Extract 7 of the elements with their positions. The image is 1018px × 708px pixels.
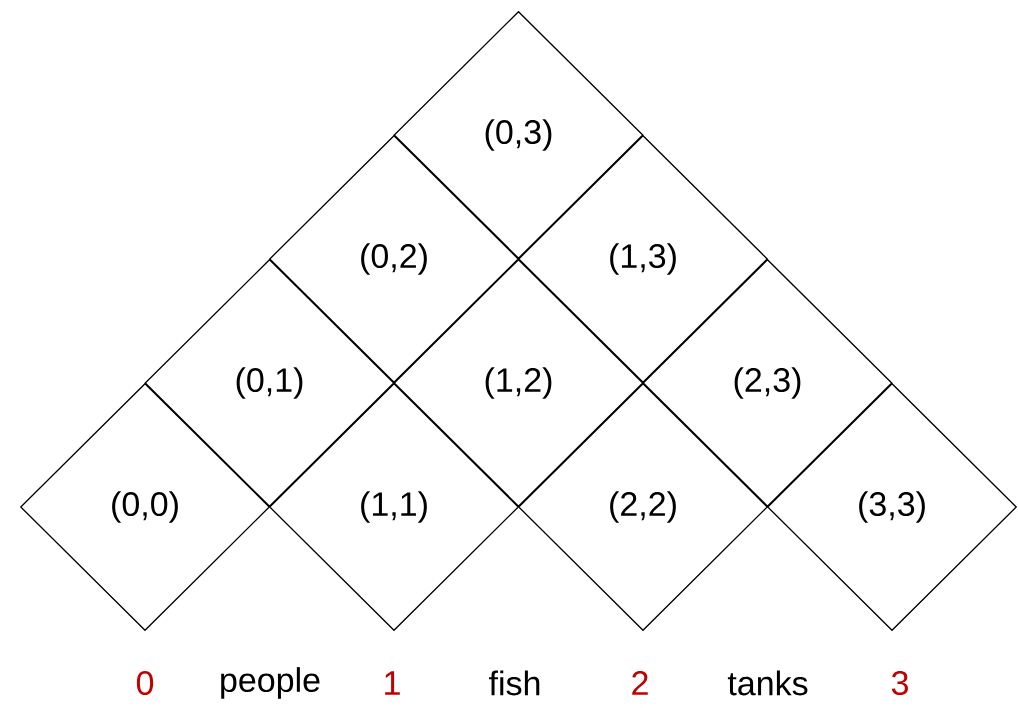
axis-number: 3 — [891, 670, 908, 695]
axis-label: people — [221, 667, 320, 699]
axis-label: tanks — [727, 670, 808, 696]
axis-number: 1 — [385, 671, 400, 695]
axis-label: fish — [489, 670, 540, 696]
axis-number: 0 — [136, 670, 154, 695]
axis-number: 2 — [632, 671, 648, 695]
